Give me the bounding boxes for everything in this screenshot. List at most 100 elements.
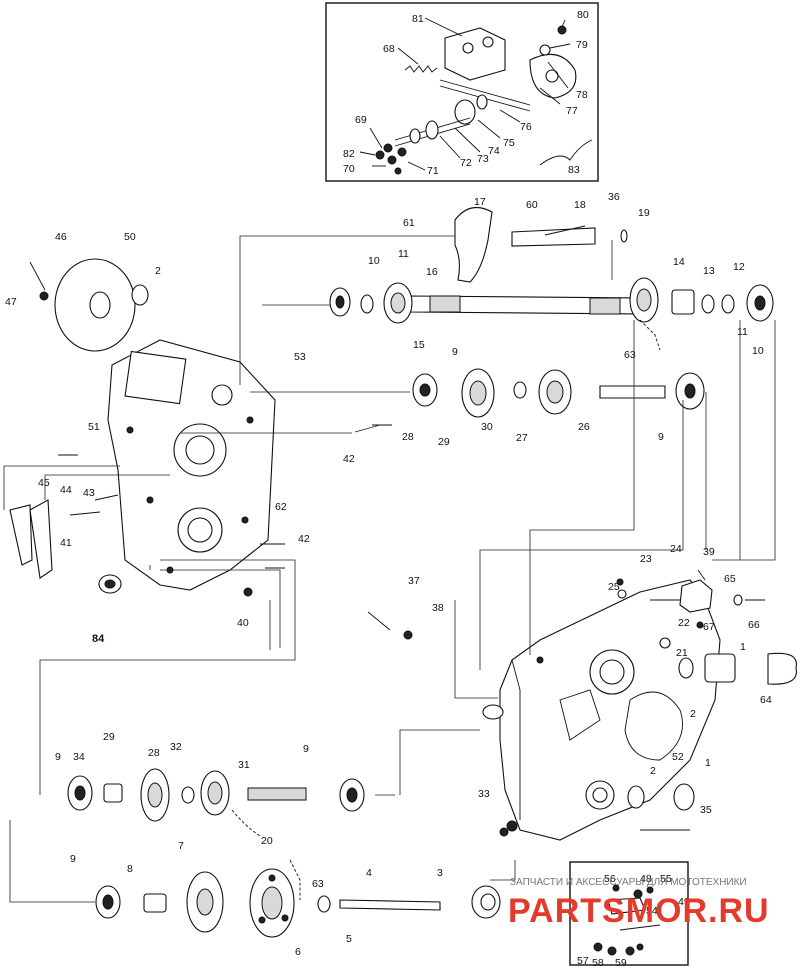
label-41: 41 [60,537,72,549]
bottom-assemblies [67,768,509,938]
label-42a: 42 [343,453,355,465]
label-52: 52 [672,751,684,763]
label-28b: 28 [148,747,160,759]
label-46: 46 [55,231,67,243]
label-15: 15 [413,339,425,351]
label-49: 49 [678,896,690,908]
label-11b: 11 [737,326,748,338]
second-shaft-assembly [412,368,705,418]
part-number-labels: 81 80 79 68 78 77 76 75 74 73 72 69 82 7… [5,9,772,968]
label-1a: 1 [740,641,746,653]
top-shaft-assembly [329,206,774,351]
label-72: 72 [460,157,472,169]
label-75: 75 [503,137,515,149]
label-27: 27 [516,432,528,444]
label-9c: 9 [55,751,61,763]
label-84: 84 [92,633,105,645]
label-40: 40 [237,617,249,629]
label-8: 8 [127,863,133,875]
label-58: 58 [592,957,604,968]
label-36: 36 [608,191,620,203]
label-14: 14 [673,256,685,268]
label-25: 25 [608,581,620,593]
label-2c: 2 [650,765,656,777]
label-68: 68 [383,43,395,55]
label-69: 69 [355,114,367,126]
watermark-brand: PARTSMOR.RU [508,892,770,930]
label-20: 20 [261,835,273,847]
label-9e: 9 [70,853,76,865]
label-9a: 9 [452,346,458,358]
label-37: 37 [408,575,420,587]
label-80: 80 [577,9,589,21]
label-2a: 2 [155,265,161,277]
label-9d: 9 [303,743,309,755]
label-22: 22 [678,617,690,629]
label-29b: 29 [103,731,115,743]
label-2b: 2 [690,708,696,720]
label-6: 6 [295,946,301,958]
label-70: 70 [343,163,355,175]
label-12: 12 [733,261,745,273]
inset-shift-linkage [325,2,599,182]
label-23: 23 [640,553,652,565]
label-59: 59 [615,957,627,968]
label-76: 76 [520,121,532,133]
label-43: 43 [83,487,95,499]
label-39: 39 [703,546,715,558]
label-65: 65 [724,573,736,585]
label-54: 54 [646,905,658,917]
label-67: 67 [703,621,715,633]
label-81: 81 [412,13,424,25]
label-38: 38 [432,602,444,614]
watermark-tagline: ЗАПЧАСТИ И АКСЕССУАРЫ ДЛЯ МОТОТЕХНИКИ [510,877,747,888]
watermark: ЗАПЧАСТИ И АКСЕССУАРЫ ДЛЯ МОТОТЕХНИКИ PA… [508,877,770,930]
label-64: 64 [760,694,772,706]
label-34: 34 [73,751,85,763]
label-55: 55 [660,873,672,885]
label-66: 66 [748,619,760,631]
label-63b: 63 [312,878,324,890]
label-60: 60 [526,199,538,211]
label-4: 4 [366,867,372,879]
label-9b: 9 [658,431,664,443]
label-50: 50 [124,231,136,243]
label-10b: 10 [752,345,764,357]
label-32: 32 [170,741,182,753]
label-78: 78 [576,89,588,101]
label-48: 48 [640,873,652,885]
label-33: 33 [478,788,490,800]
label-28a: 28 [402,431,414,443]
label-3: 3 [437,867,443,879]
right-small-parts [367,569,797,831]
label-26: 26 [578,421,590,433]
label-62: 62 [275,501,287,513]
label-61: 61 [403,217,415,229]
label-47: 47 [5,296,17,308]
label-42b: 42 [298,533,310,545]
assembly-guide-lines [3,235,776,903]
label-51: 51 [88,421,100,433]
label-13: 13 [703,265,715,277]
label-7: 7 [178,840,184,852]
label-74: 74 [488,145,500,157]
label-53: 53 [294,351,306,363]
label-16: 16 [426,266,438,278]
label-24: 24 [670,543,682,555]
label-83: 83 [568,164,580,176]
label-63a: 63 [624,349,636,361]
label-71: 71 [427,165,439,177]
inset-bottom-right [569,861,689,966]
label-44: 44 [60,484,72,496]
label-18: 18 [574,199,586,211]
label-57: 57 [577,955,589,967]
label-45: 45 [38,477,50,489]
label-5: 5 [346,933,352,945]
label-19: 19 [638,207,650,219]
label-56: 56 [604,873,616,885]
left-case-half [9,258,392,597]
label-21: 21 [676,647,688,659]
label-73: 73 [477,153,489,165]
label-82: 82 [343,148,355,160]
